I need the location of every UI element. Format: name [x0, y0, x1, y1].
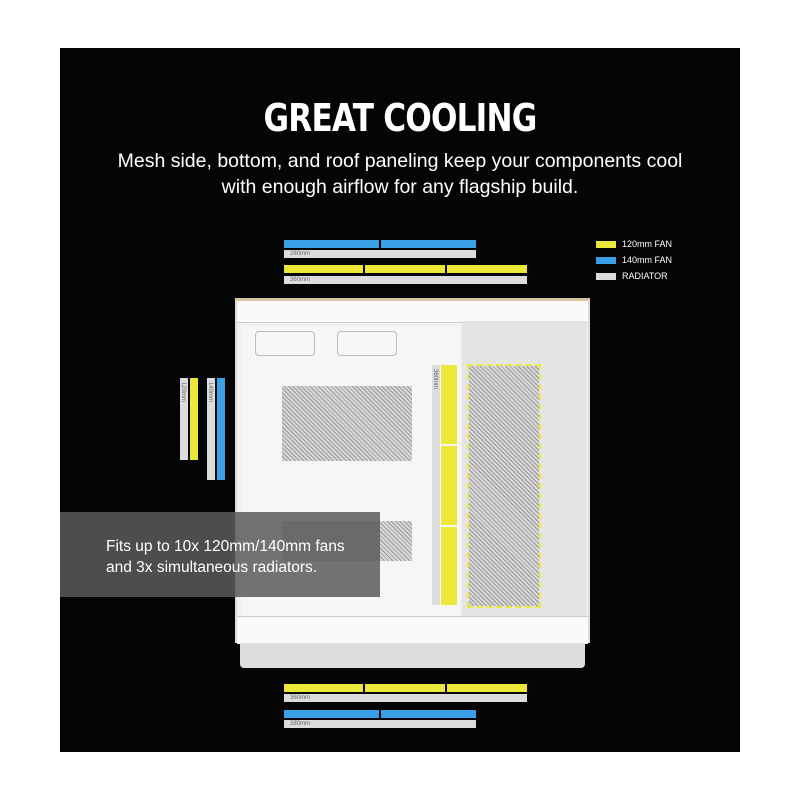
top-radiator-280: 280mm	[284, 250, 476, 258]
case-top-panel	[237, 301, 588, 323]
legend-swatch-yellow	[596, 240, 616, 248]
label: 140mm	[207, 382, 213, 403]
subtitle: Mesh side, bottom, and roof paneling kee…	[0, 148, 800, 200]
bottom-fan-140	[381, 710, 476, 718]
top-fan-140	[284, 240, 379, 248]
mesh-area	[282, 386, 412, 461]
callout-line-2: and 3x simultaneous radiators.	[106, 559, 318, 576]
bottom-fan-120	[365, 684, 445, 692]
cable-cutout	[255, 331, 315, 356]
top-fan-120	[365, 265, 445, 273]
top-fan-140	[381, 240, 476, 248]
top-radiator-360: 360mm	[284, 276, 527, 284]
side-radiator-120: 120mm	[180, 378, 188, 460]
cable-cutout	[337, 331, 397, 356]
callout-line-1: Fits up to 10x 120mm/140mm fans	[106, 538, 345, 555]
bottom-fan-140	[284, 710, 379, 718]
legend-swatch-gray	[596, 272, 616, 280]
top-fan-120	[284, 265, 363, 273]
legend-label: 120mm FAN	[622, 239, 673, 249]
legend-radiator: RADIATOR	[596, 271, 668, 281]
legend-label: RADIATOR	[622, 271, 668, 281]
legend-label: 140mm FAN	[622, 255, 673, 265]
subtitle-text: Mesh side, bottom, and roof paneling kee…	[117, 150, 683, 198]
bottom-radiator-360: 360mm	[284, 694, 527, 702]
bottom-radiator-280: 280mm	[284, 720, 476, 728]
case-feet	[240, 643, 585, 668]
bottom-fan-120	[447, 684, 527, 692]
legend-swatch-blue	[596, 256, 616, 264]
top-fan-120	[447, 265, 527, 273]
side-fan-140	[217, 378, 225, 480]
callout-box: Fits up to 10x 120mm/140mm fans and 3x s…	[60, 512, 380, 597]
bottom-fan-120	[284, 684, 363, 692]
side-fan-120	[190, 378, 198, 460]
label: 360mm	[432, 369, 438, 390]
front-fan-outline	[467, 364, 541, 608]
side-radiator-140: 140mm	[207, 378, 215, 480]
front-radiator-360: 360mm	[432, 365, 440, 605]
legend-120mm: 120mm FAN	[596, 239, 672, 249]
page-title: GREAT COOLING	[263, 96, 538, 140]
front-fan-120	[441, 365, 457, 444]
label: 120mm	[180, 382, 186, 403]
front-fan-120	[441, 527, 457, 605]
legend-140mm: 140mm FAN	[596, 255, 672, 265]
front-fan-120	[441, 446, 457, 525]
case-bottom-panel	[237, 616, 588, 644]
